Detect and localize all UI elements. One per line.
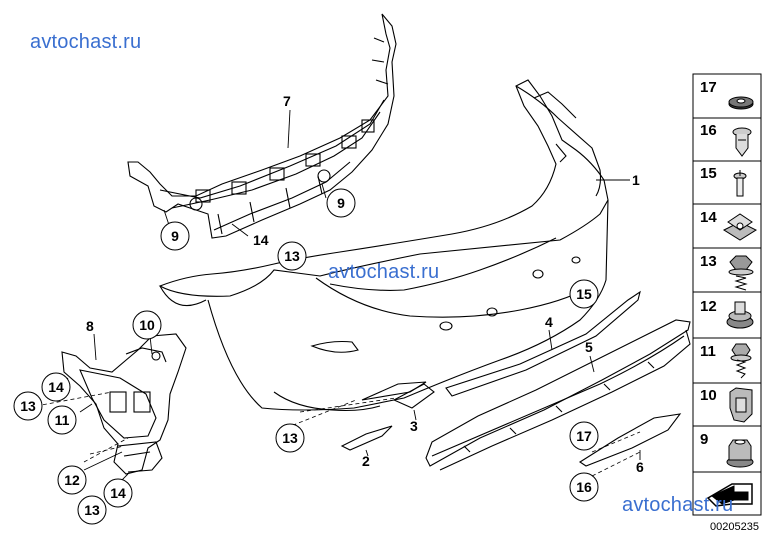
svg-text:15: 15 xyxy=(576,286,592,302)
legend-num-9: 9 xyxy=(700,431,708,448)
legend-num-16: 16 xyxy=(700,122,717,139)
legend-num-15: 15 xyxy=(700,165,717,182)
circle-label: 12 xyxy=(57,465,87,495)
label-part-6: 6 xyxy=(636,459,644,475)
circle-label: 13 xyxy=(277,241,307,271)
circle-label: 16 xyxy=(569,472,599,502)
circle-label: 11 xyxy=(47,405,77,435)
fastener-legend: 17 16 15 14 13 12 11 10 9 xyxy=(692,73,762,516)
circle-label: 9 xyxy=(326,188,356,218)
leader-lines xyxy=(57,109,641,491)
expanding-nut-icon xyxy=(726,301,754,329)
circle-labels: 9 9 13 10 14 13 11 15 13 17 16 12 14 13 xyxy=(13,188,599,525)
clip-icon xyxy=(732,127,752,157)
washer-icon xyxy=(728,96,754,110)
legend-num-11: 11 xyxy=(700,343,716,360)
part-number-labels: 1 2 3 4 5 6 7 8 14 xyxy=(86,93,644,475)
label-part-14: 14 xyxy=(253,232,269,248)
trim-strip-drawing xyxy=(445,290,641,397)
screw-nut-icon xyxy=(730,343,752,379)
spring-nut-icon xyxy=(722,213,758,241)
label-part-4: 4 xyxy=(545,314,553,330)
circle-label: 15 xyxy=(569,279,599,309)
bumper-carrier-drawing xyxy=(127,13,397,239)
label-part-1: 1 xyxy=(632,172,640,188)
svg-text:12: 12 xyxy=(64,472,80,488)
cover-drawing xyxy=(392,383,435,409)
circle-label: 10 xyxy=(132,310,162,340)
svg-text:9: 9 xyxy=(171,228,179,244)
label-part-3: 3 xyxy=(410,418,418,434)
svg-text:14: 14 xyxy=(110,485,126,501)
svg-text:9: 9 xyxy=(337,195,345,211)
reflector-drawing xyxy=(340,425,393,451)
legend-num-13: 13 xyxy=(700,253,717,270)
dashed-leaders xyxy=(35,391,641,477)
flange-nut-icon xyxy=(728,255,754,291)
side-bracket-drawing xyxy=(61,333,187,475)
rear-bumper-drawing xyxy=(158,79,630,412)
orientation-arrow-icon xyxy=(706,483,753,507)
svg-text:10: 10 xyxy=(139,317,155,333)
svg-text:17: 17 xyxy=(576,428,592,444)
svg-text:13: 13 xyxy=(284,248,300,264)
watermark-center: avtochast.ru xyxy=(328,261,440,283)
bracket-clip-icon xyxy=(729,387,753,423)
circle-label: 14 xyxy=(41,372,71,402)
label-part-2: 2 xyxy=(362,453,370,469)
watermark-bottom: avtochast.ru xyxy=(622,494,734,516)
svg-text:16: 16 xyxy=(576,479,592,495)
diffuser-drawing xyxy=(425,319,691,471)
circle-label: 13 xyxy=(275,423,305,453)
svg-text:11: 11 xyxy=(55,412,70,428)
diagram-code: 00205235 xyxy=(710,521,759,533)
legend-num-12: 12 xyxy=(700,298,717,315)
circle-label: 17 xyxy=(569,421,599,451)
circle-label: 14 xyxy=(103,478,133,508)
legend-num-17: 17 xyxy=(700,79,717,96)
label-part-7: 7 xyxy=(283,93,291,109)
label-part-8: 8 xyxy=(86,318,94,334)
circle-label: 9 xyxy=(160,221,190,251)
legend-num-14: 14 xyxy=(700,209,717,226)
svg-text:13: 13 xyxy=(84,502,100,518)
rivet-icon xyxy=(733,170,747,197)
svg-text:14: 14 xyxy=(48,379,64,395)
label-part-5: 5 xyxy=(585,339,593,355)
hex-nut-icon xyxy=(726,439,754,468)
svg-text:13: 13 xyxy=(20,398,36,414)
svg-text:13: 13 xyxy=(282,430,298,446)
circle-label: 13 xyxy=(77,495,107,525)
circle-label: 13 xyxy=(13,391,43,421)
side-insert-drawing xyxy=(578,413,682,467)
legend-num-10: 10 xyxy=(700,387,717,404)
watermark-top: avtochast.ru xyxy=(30,31,142,53)
